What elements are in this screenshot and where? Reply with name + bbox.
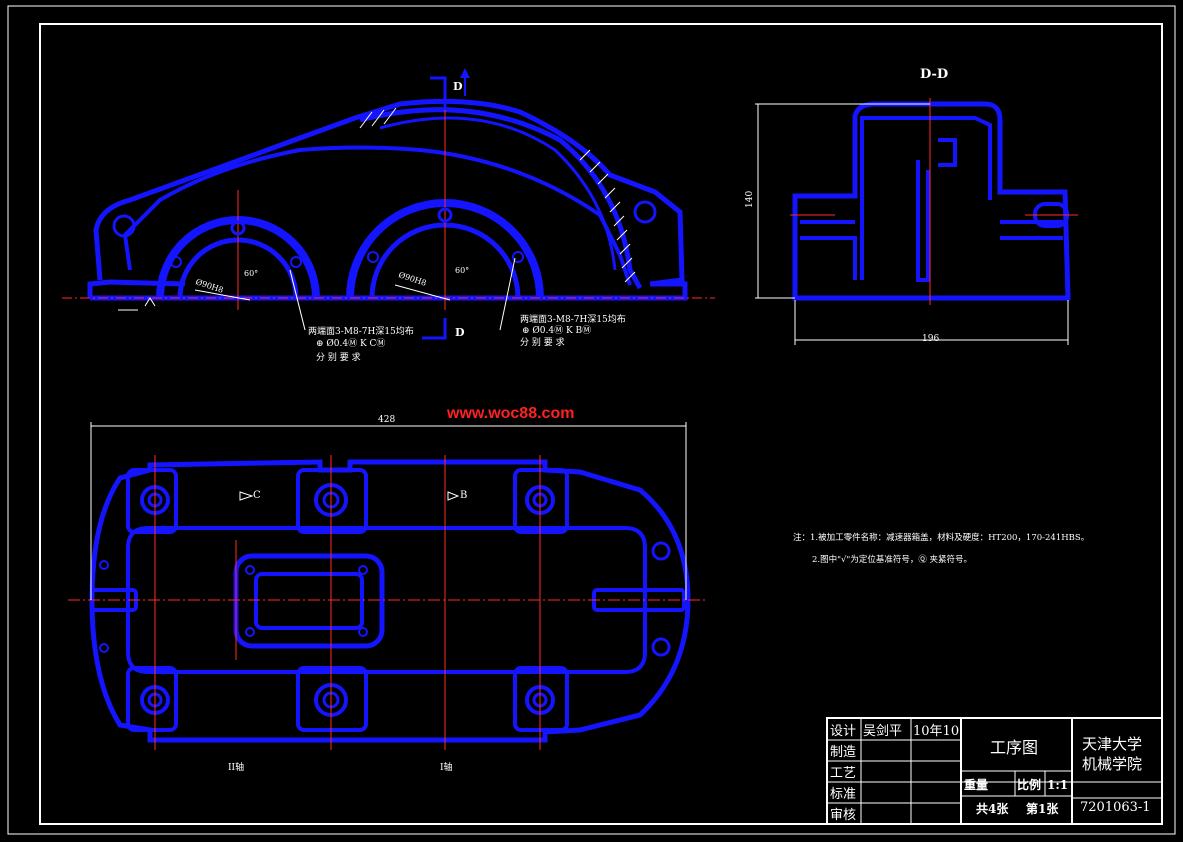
tb-sheet-number: 第1张 — [1026, 801, 1059, 816]
datum-b-label: B — [460, 490, 467, 501]
front-view — [62, 68, 715, 340]
callout-left-requirement: 分 别 要 求 — [316, 351, 361, 363]
section-view-dd — [755, 98, 1078, 345]
tb-row-label-review: 审核 — [830, 808, 856, 823]
tb-institution-line1: 天津大学 — [1082, 735, 1142, 753]
tb-weight-label: 重量 — [964, 777, 988, 792]
tb-row-label-standard: 标准 — [830, 787, 856, 802]
top-view — [68, 422, 705, 750]
section-marker-top: D — [453, 80, 463, 93]
tb-sheet-total: 共4张 — [976, 801, 1009, 816]
note-2: 2.图中"√"为定位基准符号，Ⓠ 夹紧符号。 — [812, 554, 972, 565]
tb-drawing-number: 7201063-1 — [1080, 800, 1151, 815]
axis-label-shaft-2: II轴 — [228, 761, 244, 773]
tb-designer-name: 吴剑平 — [863, 723, 902, 739]
watermark: www.woc88.com — [446, 405, 574, 422]
tb-drawing-title: 工序图 — [990, 738, 1038, 757]
axis-label-shaft-1: I轴 — [440, 761, 453, 773]
section-view-title: D-D — [920, 67, 948, 82]
tb-row-label-process: 工艺 — [830, 766, 856, 781]
tb-row-label-manufacture: 制造 — [830, 745, 856, 760]
callout-right-holes: 两端面3-M8-7H深15均布 — [520, 313, 626, 325]
tb-scale-label: 比例 — [1017, 777, 1041, 792]
dim-section-width: 196 — [922, 334, 939, 344]
dim-overall-length: 428 — [378, 415, 395, 425]
section-marker-bottom: D — [455, 326, 465, 339]
inner-border — [39, 23, 1163, 825]
callout-right-requirement: 分 别 要 求 — [520, 336, 565, 348]
callout-left-tolerance: ⊕ Ø0.4Ⓜ K CⓂ — [316, 338, 385, 349]
title-block — [826, 717, 1163, 825]
outer-border — [7, 5, 1176, 835]
datum-c-label: C — [253, 490, 261, 501]
callout-angle-left: 60° — [244, 269, 258, 278]
note-1: 注：1.被加工零件名称：减速器箱盖，材料及硬度：HT200，170-241HBS… — [793, 532, 1089, 543]
tb-scale-value: 1:1 — [1047, 778, 1068, 792]
tb-row-label-design: 设计 — [830, 724, 856, 739]
dim-section-height: 140 — [745, 191, 755, 208]
callout-left-holes: 两端面3-M8-7H深15均布 — [308, 325, 414, 337]
callout-right-tolerance: ⊕ Ø0.4Ⓜ K BⓂ — [522, 325, 591, 336]
callout-angle-right: 60° — [455, 266, 469, 275]
tb-institution-line2: 机械学院 — [1082, 755, 1142, 773]
callout-bore-right: Ø90H8 — [397, 270, 427, 287]
tb-design-date: 10年10 — [913, 724, 959, 739]
